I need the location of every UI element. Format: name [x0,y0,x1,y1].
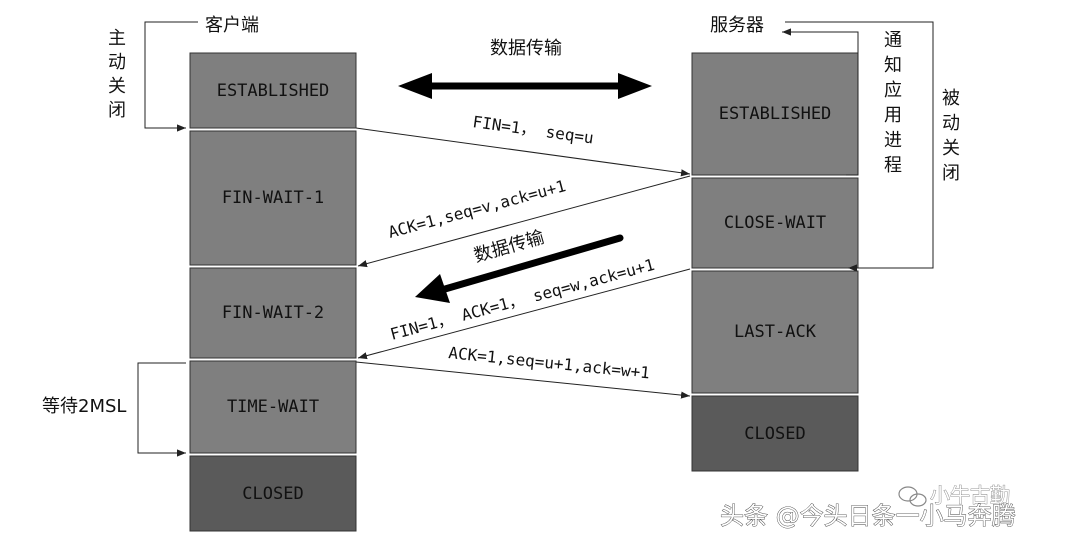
data-transfer-top-label: 数据传输 [490,38,562,59]
fin1-label: FIN=1， seq=u [471,112,594,147]
client-state-label: FIN-WAIT-1 [222,188,324,208]
svg-text:用: 用 [884,105,902,126]
ack1-arrow [357,175,691,268]
svg-text:通: 通 [884,30,902,51]
wechat-icon [898,486,927,507]
client-state-label: TIME-WAIT [227,397,319,417]
svg-text:关: 关 [942,138,960,159]
client-state-closed: CLOSED [189,455,357,532]
svg-text:进: 进 [884,130,902,151]
notify-app-bracket [782,28,859,176]
client-state-label: ESTABLISHED [217,81,330,101]
data-transfer-single-arrow [415,234,624,303]
active-close-label: 主 动 关 闭 [108,28,126,121]
server-title: 服务器 [710,15,764,36]
svg-text:主: 主 [108,28,126,49]
notify-app-label: 通 知 应 用 进 程 [884,30,902,176]
passive-close-bracket [785,21,934,272]
server-state-label: LAST-ACK [734,322,817,342]
ack2-arrow [355,361,691,399]
svg-text:关: 关 [108,76,126,97]
client-state-label: CLOSED [242,484,303,504]
svg-text:闭: 闭 [108,100,126,121]
svg-text:动: 动 [942,113,960,134]
client-state-time-wait: TIME-WAIT [189,360,357,454]
active-close-bracket [144,21,198,132]
server-state-label: CLOSE-WAIT [724,213,826,233]
ack2-label: ACK=1,seq=u+1,ack=w+1 [448,343,651,382]
fin2-arrow [357,268,691,360]
svg-text:被: 被 [942,88,960,109]
wait-2msl-label: 等待2MSL [42,396,126,417]
data-transfer-double-arrow [398,73,652,99]
svg-text:应: 应 [884,80,902,101]
svg-text:知: 知 [884,55,902,76]
client-state-label: FIN-WAIT-2 [222,303,324,323]
svg-text:闭: 闭 [942,163,960,184]
fin1-arrow [355,127,691,177]
wait-2msl-bracket [137,362,186,457]
watermark-sub: 小牛古勤 [930,483,1010,507]
client-state-fin-wait-1: FIN-WAIT-1 [189,130,357,266]
server-state-label: ESTABLISHED [719,104,832,124]
passive-close-label: 被 动 关 闭 [942,88,960,184]
server-state-close-wait: CLOSE-WAIT [691,177,859,269]
watermark-main: 头条 @今头日条一小马奔腾 [720,502,1016,530]
client-state-fin-wait-2: FIN-WAIT-2 [189,267,357,359]
server-state-last-ack: LAST-ACK [691,270,859,394]
server-state-label: CLOSED [744,424,805,444]
server-state-closed: CLOSED [691,395,859,472]
server-state-established: ESTABLISHED [691,52,859,176]
svg-text:程: 程 [884,155,902,176]
client-state-established: ESTABLISHED [189,52,357,129]
svg-text:动: 动 [108,52,126,73]
watermark: 小牛古勤 头条 @今头日条一小马奔腾 [720,483,1016,531]
client-title: 客户端 [205,15,259,36]
